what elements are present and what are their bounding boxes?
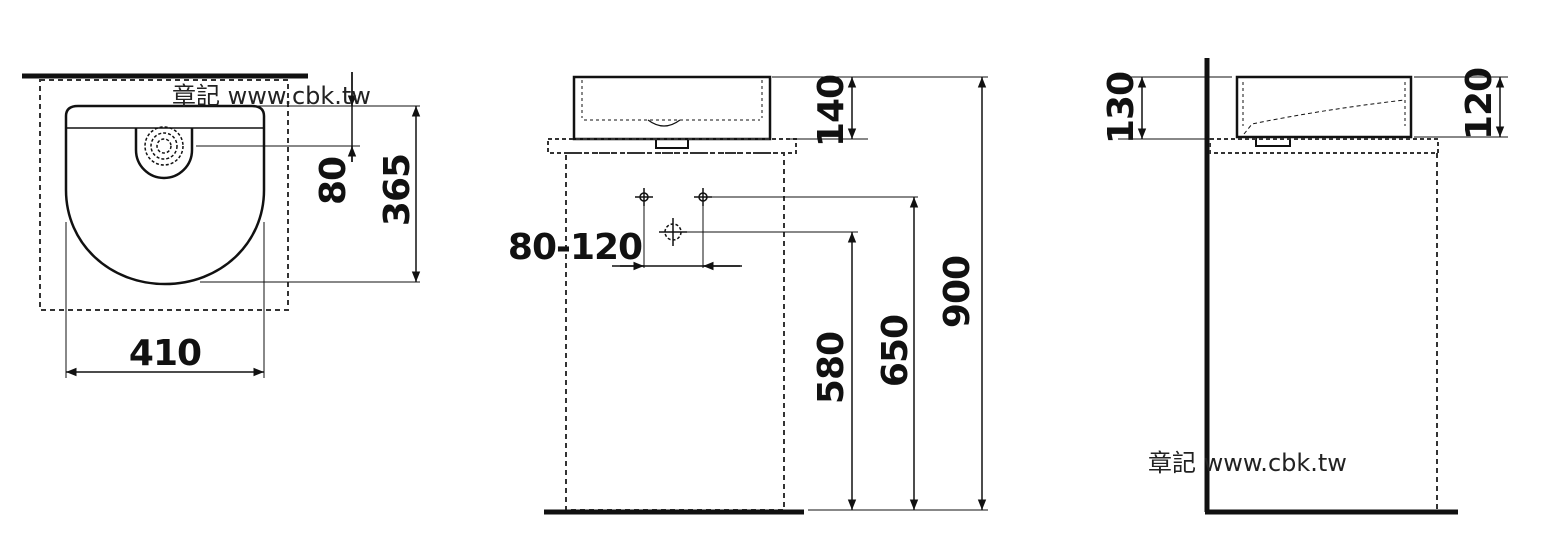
cabinet-outline	[39, 79, 289, 311]
dim-label-120: 120	[1459, 67, 1500, 141]
watermark-bottom: 章記 www.cbk.tw	[1148, 449, 1347, 477]
water-supply-icon	[635, 188, 712, 206]
drain-icon	[144, 126, 184, 166]
basin-outline	[64, 104, 266, 286]
dim-label-580: 580	[811, 331, 852, 405]
drain-outlet	[655, 138, 689, 149]
waste-outlet-icon	[659, 218, 687, 246]
dim-label-650: 650	[875, 314, 916, 388]
dim-label-130: 130	[1101, 71, 1142, 145]
dim-label-900: 900	[937, 255, 978, 329]
dim-label-140: 140	[811, 74, 852, 148]
countertop-side	[1209, 138, 1439, 154]
top-view	[22, 72, 421, 378]
overflow-recess	[134, 128, 194, 180]
side-view	[1118, 58, 1508, 515]
countertop	[547, 138, 797, 154]
drain-outlet-side	[1255, 136, 1291, 147]
dim-label-80-top: 80	[313, 156, 354, 206]
dim-label-365: 365	[377, 153, 418, 227]
front-view	[544, 75, 988, 515]
dim-label-410: 410	[128, 333, 202, 374]
basin-side	[1235, 75, 1413, 139]
basin-front	[572, 75, 772, 141]
cabinet-front	[565, 152, 785, 511]
dim-label-80-120: 80-120	[507, 227, 643, 268]
watermark-top: 章記 www.cbk.tw	[172, 82, 371, 110]
